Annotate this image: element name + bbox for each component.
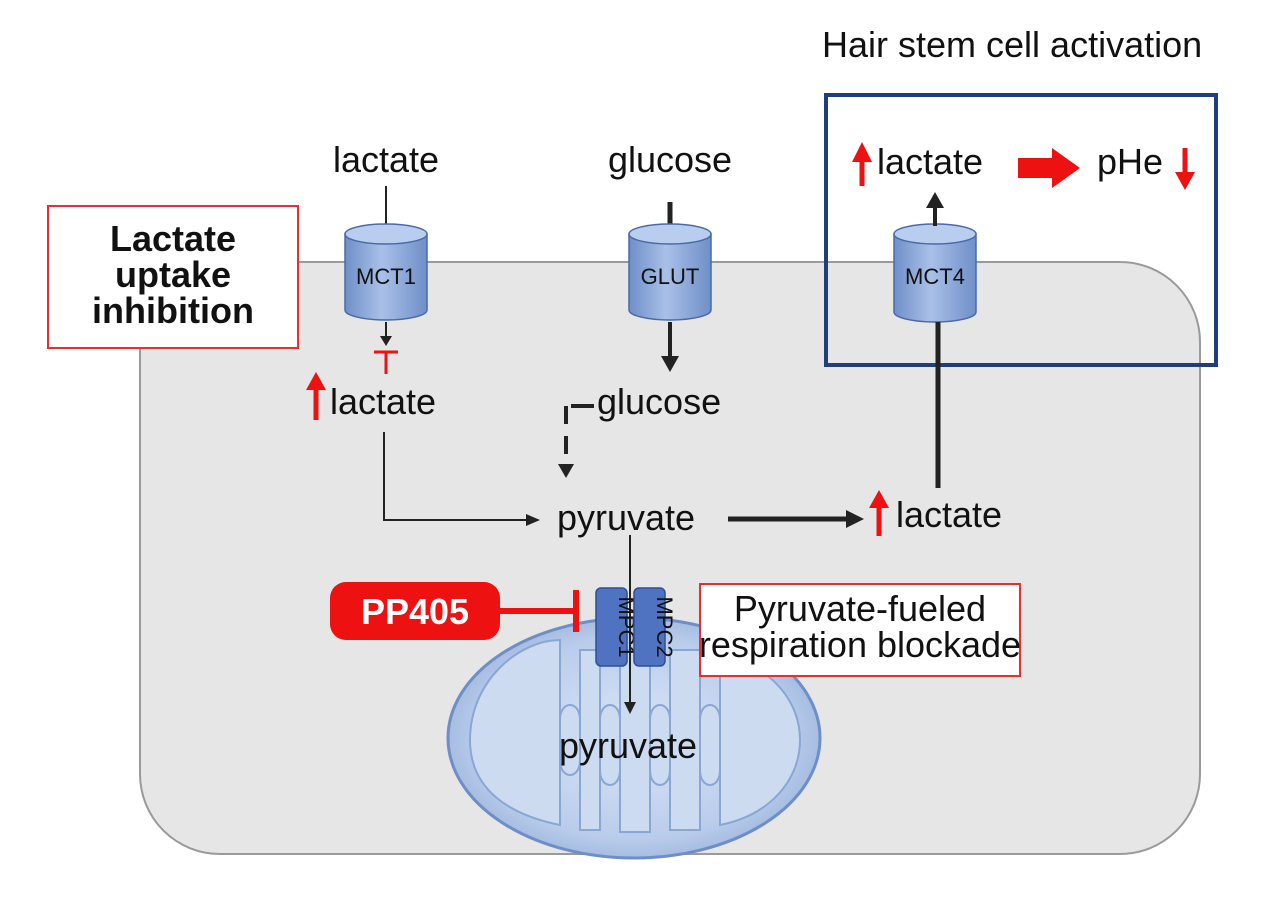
phe-label: pHe — [1097, 141, 1163, 182]
glut-label: GLUT — [641, 264, 700, 289]
mct1-label: MCT1 — [356, 264, 416, 289]
respiration-blockade-callout — [699, 583, 1021, 677]
lactate-to-pyruvate-connector — [383, 432, 528, 521]
lactate-inside-right-label: lactate — [896, 494, 1002, 535]
pyruvate-into-mito-arrowhead — [624, 702, 636, 714]
blockade-line-1: Pyruvate-fueled — [734, 588, 986, 629]
uptake-line-1: Lactate — [110, 218, 236, 259]
glut-arrowhead — [661, 356, 679, 372]
pp405-label: PP405 — [361, 591, 469, 632]
uptake-line-3: inhibition — [92, 290, 254, 331]
activation-title: Hair stem cell activation — [822, 24, 1202, 65]
mitochondrion — [446, 616, 822, 860]
pyruvate-mito-label: pyruvate — [559, 725, 697, 766]
dashed-arrowhead — [558, 464, 574, 478]
glucose-inside-label: glucose — [597, 381, 721, 422]
mpc2-carrier: MPC2 — [633, 587, 677, 667]
up-arrow-icon — [852, 142, 872, 186]
blockade-line-2: respiration blockade — [699, 624, 1021, 665]
mpc2-label: MPC2 — [652, 596, 677, 657]
lactate-outside-label: lactate — [333, 139, 439, 180]
mct4-label: MCT4 — [905, 264, 965, 289]
lactate-activation-label: lactate — [877, 141, 983, 182]
uptake-inhibition-callout — [47, 205, 299, 349]
mct4-transporter: MCT4 — [893, 223, 977, 323]
mpc1-carrier: MPC1 — [595, 587, 639, 667]
mct1-arrowhead — [380, 336, 392, 346]
up-arrow-icon — [869, 490, 889, 536]
pyruvate-to-lactate-arrowhead — [846, 510, 864, 528]
pp405-badge — [330, 582, 500, 640]
up-arrow-icon — [306, 372, 326, 420]
uptake-line-2: uptake — [115, 254, 231, 295]
pyruvate-cytosol-label: pyruvate — [557, 497, 695, 538]
down-arrow-icon — [1175, 148, 1195, 190]
red-right-arrow-icon — [1018, 148, 1080, 188]
mct4-up-arrowhead — [926, 192, 944, 208]
glucose-outside-label: glucose — [608, 139, 732, 180]
lactate-inside-left-label: lactate — [330, 381, 436, 422]
lactate-to-pyruvate-arrowhead — [526, 514, 540, 526]
glut-transporter: GLUT — [628, 223, 712, 321]
activation-frame — [824, 93, 1218, 367]
mct1-transporter: MCT1 — [344, 223, 428, 321]
